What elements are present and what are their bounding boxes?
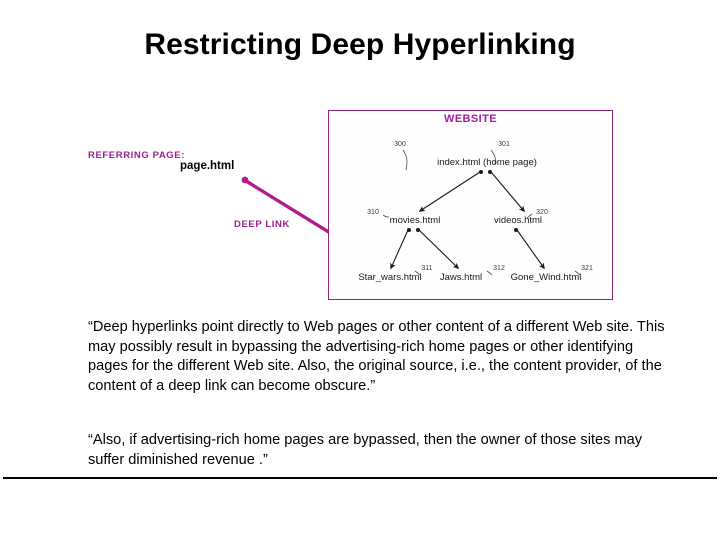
sitemap-ref-312: 312: [493, 265, 505, 272]
sitemap-edges: [382, 149, 581, 276]
footer-divider: [3, 477, 717, 479]
body-paragraph-1: “Deep hyperlinks point directly to Web p…: [88, 319, 665, 394]
sitemap-node-jaws: Jaws.html: [439, 272, 483, 283]
sitemap-ref-301: 301: [498, 141, 510, 148]
sitemap-ref-311: 311: [421, 265, 433, 272]
body-paragraph-2: “Also, if advertising-rich home pages ar…: [88, 432, 643, 468]
website-boundary-box: [328, 110, 613, 300]
sitemap-ref-310: 310: [367, 209, 379, 216]
sitemap-node-star-wars: Star_wars.html: [358, 272, 422, 283]
referring-page-filename: page.html: [180, 160, 235, 172]
sitemap-node-movies: movies.html: [389, 215, 441, 226]
sitemap-ref-321: 321: [581, 265, 593, 272]
page-title: Restricting Deep Hyperlinking: [144, 28, 576, 61]
sitemap-node-videos: videos.html: [493, 215, 543, 226]
sitemap-node-home: index.html (home page): [437, 157, 537, 168]
deep-link-label: DEEP LINK: [234, 219, 290, 230]
website-caption: WEBSITE: [444, 113, 497, 125]
sitemap-diagram: 300 index.html (home page) 301 movies.ht…: [328, 110, 613, 300]
sitemap-ref-320: 320: [536, 209, 548, 216]
referring-page-label: REFERRING PAGE:: [88, 150, 185, 161]
sitemap-ref-300: 300: [394, 141, 406, 148]
sitemap-node-gone-wind: Gone_Wind.html: [510, 272, 582, 283]
